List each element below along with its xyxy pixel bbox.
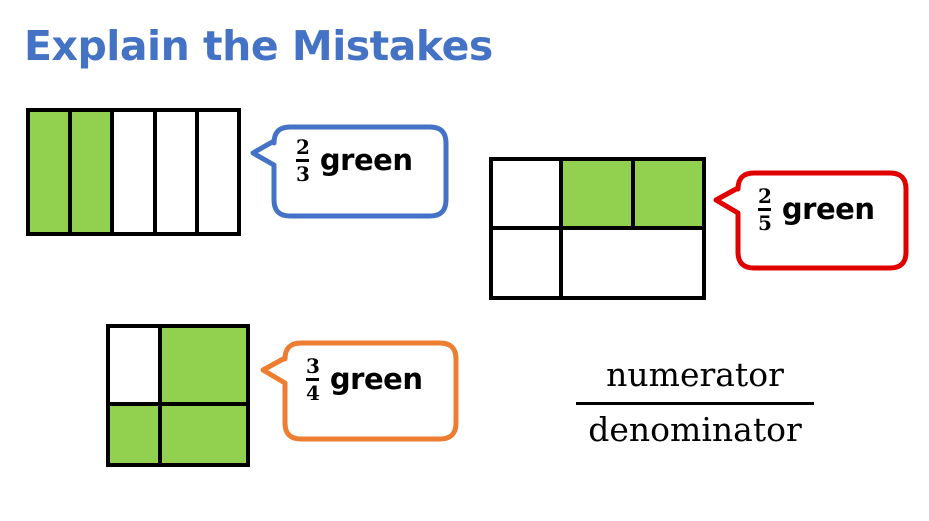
color-word: green [781,192,875,227]
fraction-bar [576,402,814,405]
model-1-rectangle [26,108,241,236]
fraction-bar [758,208,772,211]
speech-bubble-orange [260,340,459,442]
page-title: Explain the Mistakes [24,22,493,70]
numerator: 2 [296,135,310,159]
bubble-3-label: 3 4 green [306,355,423,404]
fraction-bar [306,378,320,381]
numerator: 2 [758,184,772,208]
color-word: green [329,362,423,397]
fraction: 2 3 [296,136,310,185]
fraction-bar [296,159,310,162]
numerator-label: numerator [606,355,784,394]
color-word: green [319,143,413,178]
denominator: 4 [306,380,320,405]
bubble-2-label: 2 5 green [758,185,875,234]
denominator-label: denominator [588,410,802,449]
fraction: 2 5 [758,185,772,234]
speech-bubble-blue [250,124,449,219]
fraction-definition: numerator denominator [576,352,814,453]
denominator: 5 [758,210,772,235]
denominator: 3 [296,161,310,186]
bubble-1-label: 2 3 green [296,136,413,185]
numerator: 3 [306,354,320,378]
speech-bubble-red [713,170,909,271]
fraction: 3 4 [306,355,320,404]
model-3-square [106,324,250,467]
model-2-rectangle [489,157,706,300]
